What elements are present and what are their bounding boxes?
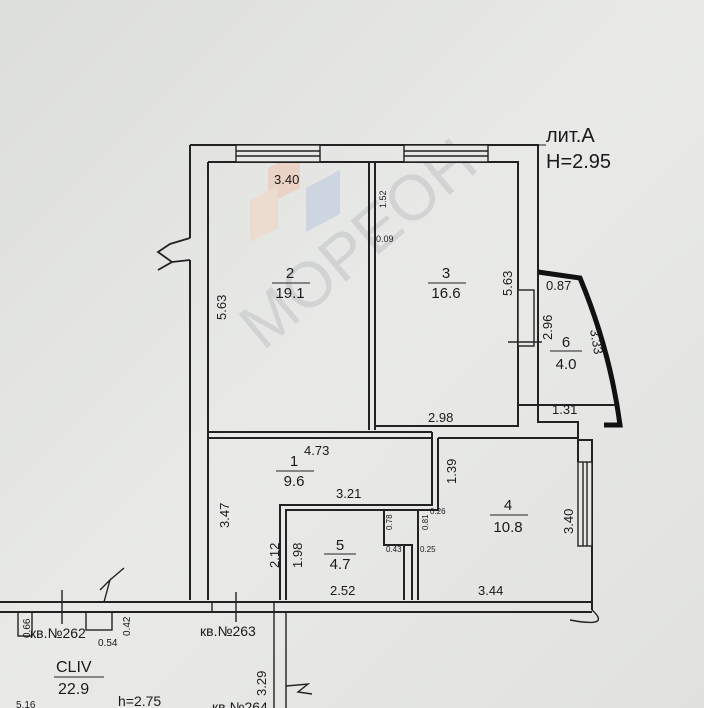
dim-r4-right: 3.40 [561,509,576,534]
room-4-area: 10.8 [493,519,522,536]
dim-closet-d: 0.43 [386,545,402,554]
windows [235,144,593,547]
wall-3-bottom [375,405,519,427]
dim-r6-top: 0.87 [546,278,571,293]
neighbor-apt-263: кв.№263 [200,623,256,639]
bottom-wall-marks [17,567,599,708]
dim-b2: 0.54 [98,638,118,649]
dim-closet-b: 0.81 [421,514,430,530]
dim-r1-left: 3.47 [217,503,232,528]
entrance-door [211,601,275,613]
dim-r6-left: 2.96 [540,315,555,340]
watermark-logo-blue [306,170,340,232]
watermark-logo-peach [250,186,278,242]
right-break-mark [569,609,599,624]
neighbor-element-b [85,611,113,631]
room-6-area: 4.0 [556,356,577,373]
neighbor-clv-height: h=2.75 [118,693,161,708]
neighbor-clv-area: 22.9 [58,681,89,698]
dim-r5-bottom: 2.52 [330,583,355,598]
dim-r3-left-b: 0.09 [376,234,394,244]
wall-5-closet [383,510,413,600]
window-room-3 [403,144,489,163]
dim-r3-bottom: 2.98 [428,410,453,425]
neighbor-apt-264: кв.№264 [212,699,268,708]
dim-b5: 5.16 [16,700,36,708]
neighbor-apt-262: кв.№262 [30,625,86,641]
dim-r5-left-b: 1.98 [290,543,305,568]
dim-r2-top: 3.40 [274,172,299,187]
window-room-2 [235,144,321,163]
neighbor-element-a [17,611,33,637]
liter-label: лит.А [546,125,595,147]
room-4-number: 4 [504,497,512,514]
room-2-number: 2 [286,265,294,282]
dim-closet-a: 0.78 [385,514,394,530]
neighbor-clv-label: CLIV [56,659,92,676]
dim-r6-bottom: 1.31 [552,402,577,417]
room-1-number: 1 [290,453,298,470]
dim-r3-right: 5.63 [500,271,515,296]
dim-closet-c: 0.26 [430,507,446,516]
wall-2-3 [368,162,376,430]
room-labels: 2 19.1 3 16.6 1 9.6 4 10.8 5 4.7 6 4.0 [272,265,582,573]
dim-r5-left-a: 2.12 [267,543,282,568]
wall-4-top [438,437,579,462]
dimension-labels: 3.40 5.63 1.52 0.09 5.63 2.98 0.87 2.96 … [16,172,606,708]
room-5-area: 4.7 [330,556,351,573]
dim-r1-mid: 3.21 [336,486,361,501]
dim-r1-top: 4.73 [304,443,329,458]
dim-r6-right: 3.33 [587,328,606,356]
dim-b4: 3.29 [254,671,269,696]
room-6-number: 6 [562,334,570,351]
dim-b1: 0.66 [22,618,33,638]
partitions [208,162,579,600]
neighbor-break-mark [99,567,125,603]
dim-r4-bottom: 3.44 [478,583,503,598]
wall-5-inner [285,438,439,600]
window-room-4 [577,461,593,547]
room-3-number: 3 [442,265,450,282]
dim-r2-left: 5.63 [214,295,229,320]
ceiling-height-label: H=2.95 [546,151,611,173]
neighbor-labels: кв.№262 кв.№263 кв.№264 CLIV 22.9 h=2.75 [30,623,268,708]
wall-1-5 [279,432,433,600]
entrance-break-mark [156,237,191,271]
dim-r3-left-a: 1.52 [378,190,388,208]
room-5-number: 5 [336,537,344,554]
corridor-walls [273,612,287,708]
dim-r1-corridor: 1.39 [444,459,459,484]
room-2-area: 19.1 [275,285,304,302]
balcony-wall [537,269,623,428]
room-1-area: 9.6 [284,473,305,490]
dim-closet-e: 0.25 [420,545,436,554]
dim-b3: 0.42 [122,616,133,636]
room-3-area: 16.6 [431,285,460,302]
wall-2-1 [208,431,432,439]
inner-wall-right [208,161,618,406]
corridor-break-mark [285,683,313,695]
door-balcony [517,289,535,347]
